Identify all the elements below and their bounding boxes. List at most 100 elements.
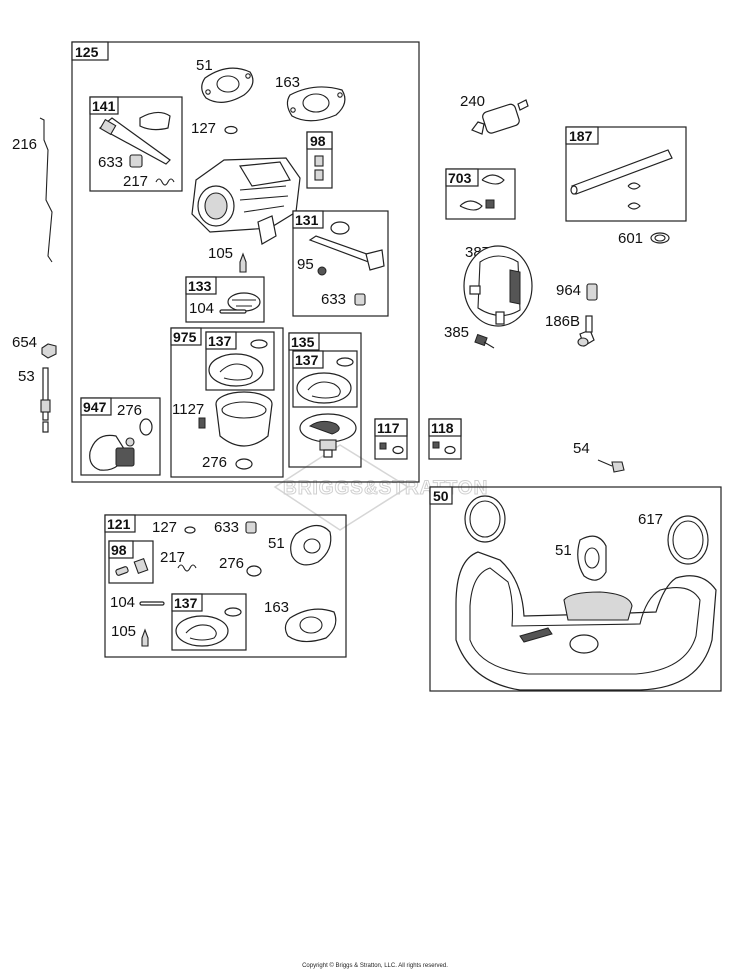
kit-118-tag[interactable] [428,418,462,437]
kit-121-tag[interactable] [104,514,136,533]
spring-217-b[interactable] [177,564,197,572]
kit-135-tag[interactable] [288,332,320,351]
kit-947-tag[interactable] [80,397,112,416]
part-163-label-b[interactable]: 163 [264,599,289,616]
screw-95[interactable] [317,266,327,276]
part-54-label[interactable]: 54 [573,440,590,457]
seal-633-c[interactable] [245,521,257,534]
nut-654[interactable] [41,343,57,359]
float-bowl-975[interactable] [215,391,273,447]
seal-633-a[interactable] [129,154,143,168]
part-216-label[interactable]: 216 [12,136,37,153]
needle-105-a[interactable] [239,252,247,273]
kit-141-tag[interactable] [89,96,119,115]
part-105-label-a[interactable]: 105 [208,245,233,262]
needle-105-b[interactable] [141,628,149,647]
washer-276-b[interactable] [235,458,253,470]
part-633-label-a[interactable]: 633 [98,154,123,171]
kit-137-tag-c[interactable] [171,593,203,612]
part-1127-label[interactable]: 1127 [172,401,204,418]
kit-703-tag[interactable] [445,168,479,187]
kit-187-tag[interactable] [565,126,599,145]
part-127-label-a[interactable]: 127 [191,120,216,137]
fuel-line-187[interactable] [570,149,673,210]
gasket-163[interactable] [286,86,346,122]
stud-53[interactable] [40,367,51,433]
part-276-label-a[interactable]: 276 [117,402,142,419]
part-127-label-b[interactable]: 127 [152,519,177,536]
part-633-label-b[interactable]: 633 [321,291,346,308]
kit-50-tag[interactable] [429,486,453,505]
part-51-label[interactable]: 51 [196,57,213,74]
kit-117-tag[interactable] [374,418,408,437]
part-95-label[interactable]: 95 [297,256,314,273]
part-163-label[interactable]: 163 [275,74,300,91]
part-51-label-b[interactable]: 51 [555,542,572,559]
float-133[interactable] [227,292,261,312]
gasket-163-b[interactable] [284,608,337,643]
part-617-label[interactable]: 617 [638,511,663,528]
float-bowl-135[interactable] [299,413,357,458]
spring-217-a[interactable] [155,178,175,186]
kit-137-tag-a[interactable] [205,331,237,350]
kit-98-tag-a[interactable] [306,131,333,150]
part-601-label[interactable]: 601 [618,230,643,247]
screw-98-a[interactable] [314,155,324,181]
part-276-label-b[interactable]: 276 [202,454,227,471]
part-217-label-a[interactable]: 217 [123,173,148,190]
gasket-set-137-b[interactable] [296,357,354,404]
solenoid-947[interactable] [89,434,135,471]
washer-276-c[interactable] [246,565,262,577]
kit-133-tag[interactable] [185,276,217,295]
throttle-shaft-141[interactable] [98,111,171,165]
gasket-51-c[interactable] [290,524,332,566]
part-654-label[interactable]: 654 [12,334,37,351]
kit-137-label-b: 137 [295,352,319,368]
washer-276-a[interactable] [139,418,153,436]
clamps-703[interactable] [459,174,505,211]
seal-633-b[interactable] [354,293,366,306]
part-104-label-b[interactable]: 104 [110,594,135,611]
gasket-51-b[interactable] [577,535,607,581]
gasket-617-left[interactable] [464,495,506,543]
kit-98-tag-b[interactable] [108,540,134,559]
fuel-pump-387[interactable] [463,245,533,327]
gasket-set-137-c[interactable] [175,607,242,647]
part-104-label-a[interactable]: 104 [189,300,214,317]
governor-link-216[interactable] [39,117,53,263]
fuel-filter-240[interactable] [471,99,529,135]
jet-117[interactable] [379,442,404,455]
fitting-186b[interactable] [577,315,595,347]
screw-1127[interactable] [198,417,206,429]
gasket-617-right[interactable] [667,515,709,565]
part-633-label-c[interactable]: 633 [214,519,239,536]
part-385-label[interactable]: 385 [444,324,469,341]
gasket-set-137-a[interactable] [208,339,268,387]
pin-104-b[interactable] [139,601,165,606]
bolt-54[interactable] [597,459,625,473]
screw-98-b[interactable] [115,557,149,576]
part-105-label-b[interactable]: 105 [111,623,136,640]
gasket-51[interactable] [201,67,254,103]
carburetor-body[interactable] [191,157,301,245]
plug-127-a[interactable] [224,125,238,135]
jet-118[interactable] [432,441,456,455]
part-276-label-c[interactable]: 276 [219,555,244,572]
kit-125-tag[interactable] [71,41,109,61]
part-964-label[interactable]: 964 [556,282,581,299]
part-51-label-c[interactable]: 51 [268,535,285,552]
intake-manifold-50[interactable] [455,551,717,691]
part-186b-label[interactable]: 186B [545,313,580,330]
part-240-label[interactable]: 240 [460,93,485,110]
kit-975-tag[interactable] [170,327,202,346]
plug-127-b[interactable] [184,526,196,534]
clamp-601[interactable] [650,232,670,244]
pin-104-a[interactable] [219,309,247,314]
kit-137-tag-b[interactable] [292,350,324,369]
part-53-label[interactable]: 53 [18,368,35,385]
choke-shaft-131[interactable] [308,221,385,271]
part-217-label-b[interactable]: 217 [160,549,185,566]
kit-131-tag[interactable] [292,210,324,229]
bushing-964[interactable] [586,283,598,301]
screw-385[interactable] [474,333,495,349]
